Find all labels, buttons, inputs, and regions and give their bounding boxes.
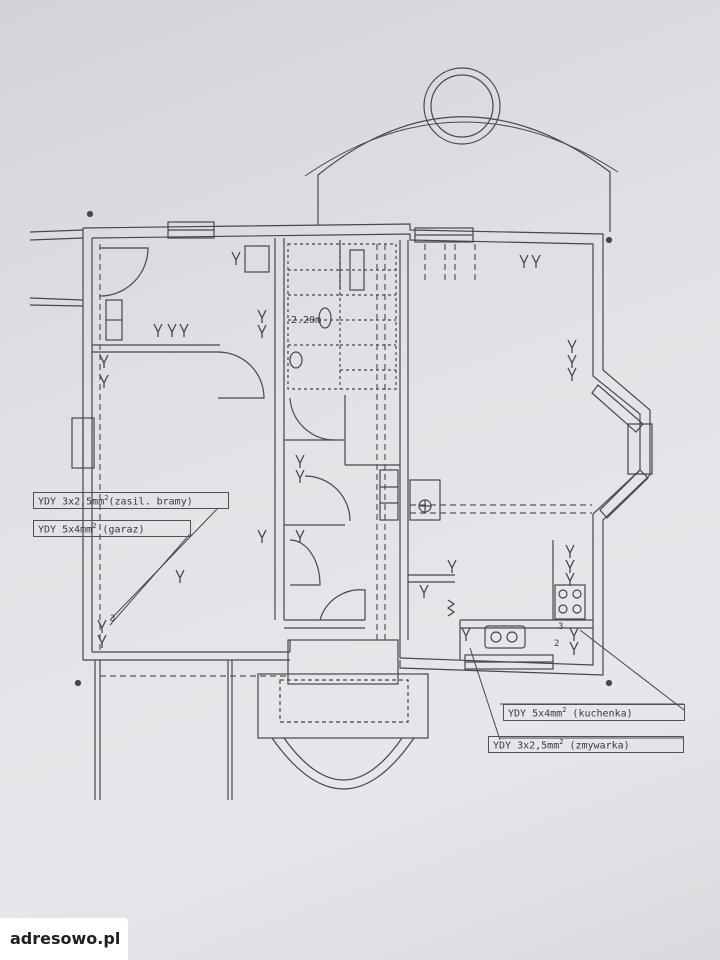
exterior-walls: [82, 223, 651, 676]
garage-cable-label: YDY 5x4mm2 (garaz): [33, 520, 191, 538]
leader-lines: [109, 507, 685, 741]
adresowo-logo[interactable]: adresowo.pl: [0, 918, 128, 960]
outlet-symbols: [97, 251, 579, 655]
kitchen-outlet-count-a: 3: [558, 622, 564, 632]
dishwasher-cable-label: YDY 3x2,5mm2 (zmywarka): [488, 736, 684, 754]
kitchen-outlet-count-b: 2: [554, 639, 560, 649]
terrace-arch: [304, 67, 619, 232]
bay-window: [591, 384, 653, 519]
fixtures: [105, 245, 586, 649]
stair-height-label: 2.20m: [291, 315, 322, 326]
stove-cable-label: YDY 5x4mm2 (kuchenka): [503, 704, 685, 722]
entrance-porch: [257, 639, 429, 790]
overhead-beams: [99, 244, 592, 677]
gate-cable-label: YDY 3x2,5mm2(zasil. bramy): [33, 492, 229, 510]
top-windows: [71, 221, 554, 670]
garage-outlet-count: 3: [110, 614, 116, 624]
door-swings: [99, 247, 366, 621]
corner-marks: [74, 210, 613, 687]
interior-walls: [92, 238, 593, 660]
driveway: [29, 229, 233, 800]
